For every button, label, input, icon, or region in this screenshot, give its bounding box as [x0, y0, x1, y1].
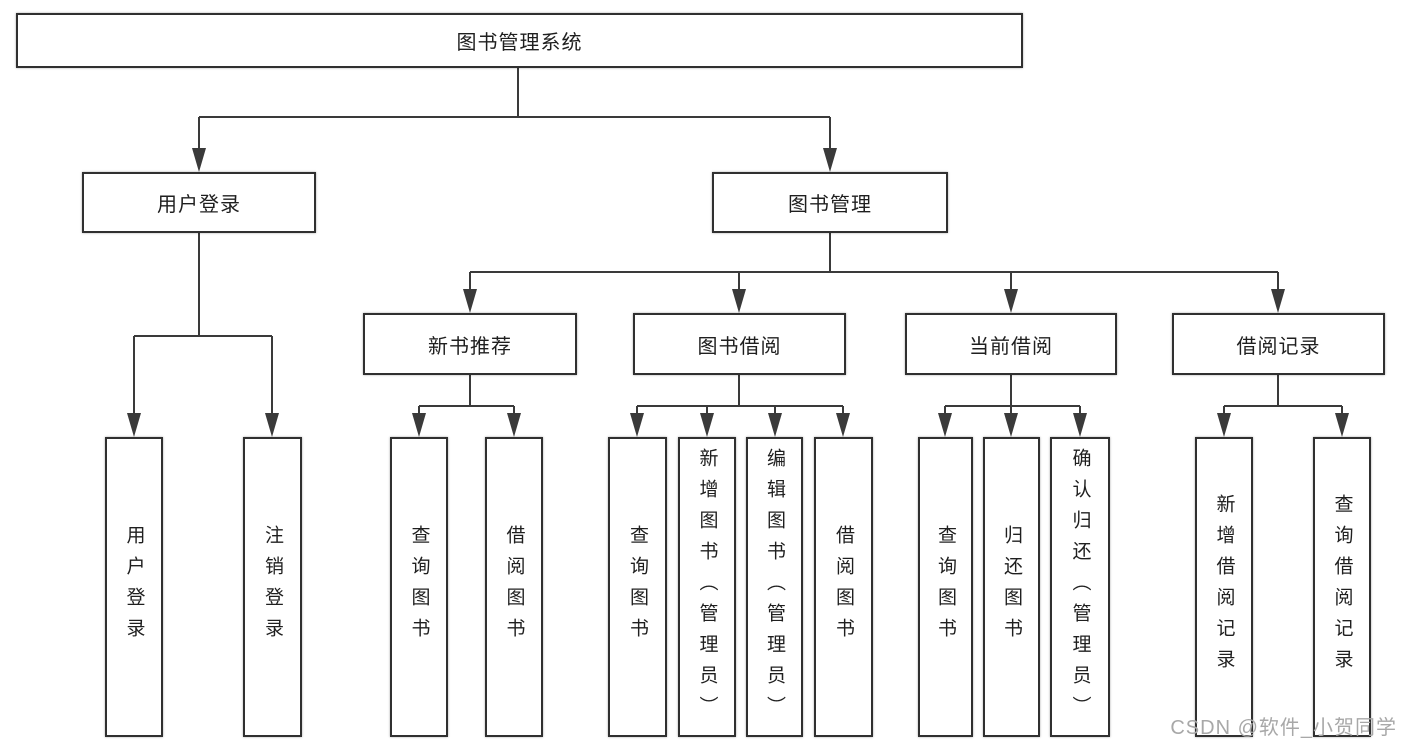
leaf-br-add-record-label: 新增借阅记录	[1213, 494, 1235, 680]
leaf-rec-query-book: 查询图书	[390, 437, 448, 737]
leaf-cb-confirm-return-label: 确认归还（管理员）	[1069, 447, 1091, 727]
node-borrowing-records: 借阅记录	[1172, 313, 1385, 375]
leaf-cb-confirm-return: 确认归还（管理员）	[1050, 437, 1110, 737]
node-user-login: 用户登录	[82, 172, 316, 233]
leaf-bb-query-book-label: 查询图书	[627, 525, 648, 649]
leaf-cb-query-book-label: 查询图书	[935, 525, 956, 649]
leaf-bb-borrow-book-label: 借阅图书	[833, 525, 854, 649]
leaf-user-login-label: 用户登录	[123, 525, 145, 649]
leaf-bb-edit-book-label: 编辑图书（管理员）	[764, 447, 785, 727]
leaf-bb-query-book: 查询图书	[608, 437, 667, 737]
csdn-watermark: CSDN @软件_小贺同学	[1170, 717, 1397, 739]
leaf-br-query-record-label: 查询借阅记录	[1331, 494, 1353, 680]
leaf-rec-borrow-book-label: 借阅图书	[503, 525, 525, 649]
node-book-borrowing: 图书借阅	[633, 313, 846, 375]
leaf-cb-query-book: 查询图书	[918, 437, 973, 737]
node-current-borrowing: 当前借阅	[905, 313, 1117, 375]
leaf-br-add-record: 新增借阅记录	[1195, 437, 1253, 737]
node-library-management-system: 图书管理系统	[16, 13, 1023, 68]
leaf-rec-borrow-book: 借阅图书	[485, 437, 543, 737]
leaf-cb-return-book-label: 归还图书	[1001, 525, 1022, 649]
leaf-bb-add-book-label: 新增图书（管理员）	[696, 447, 718, 727]
node-book-management: 图书管理	[712, 172, 948, 233]
leaf-bb-borrow-book: 借阅图书	[814, 437, 873, 737]
leaf-logout: 注销登录	[243, 437, 302, 737]
leaf-rec-query-book-label: 查询图书	[408, 525, 430, 649]
leaf-user-login: 用户登录	[105, 437, 163, 737]
leaf-br-query-record: 查询借阅记录	[1313, 437, 1371, 737]
leaf-bb-add-book: 新增图书（管理员）	[678, 437, 736, 737]
leaf-cb-return-book: 归还图书	[983, 437, 1040, 737]
leaf-logout-label: 注销登录	[262, 525, 283, 649]
node-new-book-recommendation: 新书推荐	[363, 313, 577, 375]
leaf-bb-edit-book: 编辑图书（管理员）	[746, 437, 803, 737]
